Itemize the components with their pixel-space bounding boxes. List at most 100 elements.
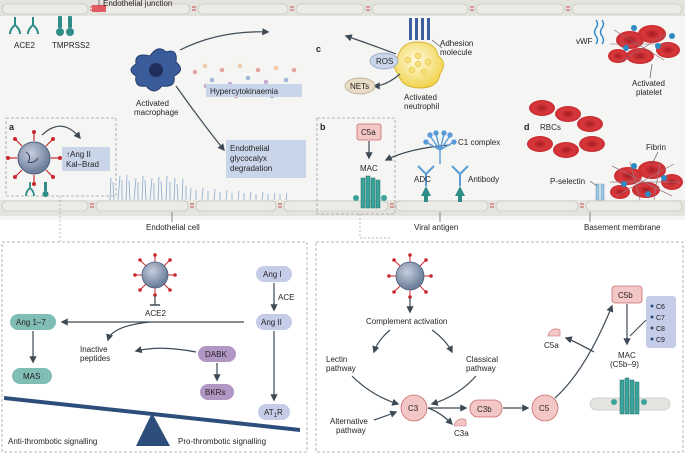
panel-b-detail [315,241,684,453]
nets-label: NETs [350,82,369,91]
viral-antigen-icon [421,186,465,202]
tmprss2-icon [56,16,74,36]
c5b-node [611,285,643,304]
platelet-clot-icon [608,25,680,64]
at1r-node [258,404,290,420]
glycocalyx-box [226,140,306,178]
mas-node [12,368,52,384]
mac-c5b9-label: MAC(C5b–9) [610,351,639,369]
panel-a-label: a [9,122,15,132]
panel-a-region [5,117,117,197]
panel-b-region [316,117,396,215]
pro-thrombotic-label: Pro-thrombotic signalling [178,437,266,446]
p-selectin-icon [595,183,605,201]
vessel [0,0,685,220]
c5a-label-b: C5a [544,341,559,350]
viral-antigen-label: Viral antigen [414,223,458,232]
c6-label: C6 [656,304,665,311]
c3-label: C3 [408,404,419,413]
ace2-small-icon [25,182,35,197]
c1-complex-label: C1 complex [458,138,500,147]
adhesion-molecule-icon [409,18,430,40]
hypercytokinaemia-box [206,84,302,97]
ace2-label: ACE2 [14,41,35,50]
glycocalyx-fuzz [109,174,288,201]
panel-d-label: d [524,122,530,132]
rbcs-label: RBCs [540,123,561,132]
bkrs-node [200,384,234,400]
basement-membrane-label: Basement membrane [584,223,661,232]
antibody-icon [417,165,469,186]
panel-c-label: c [316,44,321,54]
bkrs-label: BKRs [205,388,225,397]
adc-label: ADC [414,175,431,184]
ang17-node [10,314,56,330]
c5-label: C5 [539,404,550,413]
complement-activation-label: Complement activation [366,317,447,326]
c9-label: C9 [656,337,665,344]
ang1-label: Ang I [263,270,282,279]
mac-pore-icon [353,175,387,209]
nets-box [344,77,376,95]
at1r-label: AT1R [264,408,283,419]
tmprss2-small-icon [42,182,49,197]
c3b-node [469,399,503,418]
fibrin-clot-icon [610,161,683,201]
c8-label: C8 [656,326,665,333]
c5a-box [356,123,382,141]
c3a-icon [453,418,467,427]
p-selectin-label: P-selectin [550,177,585,186]
ang1-node [256,266,292,282]
panel-b-label: b [320,122,326,132]
c-list: C6 C7 C8 C9 [650,304,665,344]
ros-box [369,52,399,70]
mac-label: MAC [360,164,378,173]
bottom-endothelial-cells [1,200,683,212]
rbc-icons [527,100,605,158]
fibrin-label: Fibrin [646,143,666,152]
c-list-box [646,296,676,348]
c5b-label: C5b [618,291,633,300]
c3a-label: C3a [454,429,469,438]
c5a-icon [547,328,561,337]
ace-label: ACE [278,293,294,302]
dabk-node [198,346,236,362]
endothelial-junction-label: Endothelial junction [103,0,172,8]
vwf-label: vWF [576,37,593,46]
ang17-label: Ang 1–7 [16,318,46,327]
ros-label: ROS [376,57,393,66]
vwf-icon [593,19,605,45]
virus-icon-a [133,253,177,297]
mas-label: MAS [23,372,40,381]
endothelial-cell-label: Endothelial cell [146,223,200,232]
top-endothelial-cells [1,3,683,15]
ace2-label-a: ACE2 [145,309,166,318]
dabk-label: DABK [205,350,227,359]
ace2-receptor-icon [9,17,39,35]
virus-icon-b [387,253,433,299]
ang2-node [256,314,292,330]
virus-icon [6,130,62,186]
ang2-label: Ang II [261,318,282,327]
seesaw-fulcrum [136,413,170,446]
c1-complex-icon [423,130,457,164]
antibody-label: Antibody [468,175,499,184]
anti-thrombotic-label: Anti-thrombotic signalling [8,437,97,446]
c5a-label: C5a [361,128,376,137]
endothelial-junction-marker [92,5,106,12]
c3-node [400,394,428,422]
tmprss2-label: TMPRSS2 [52,41,90,50]
c3b-label: C3b [477,405,492,414]
activated-neutrophil-icon [393,41,444,89]
activated-macrophage-icon [130,48,181,92]
